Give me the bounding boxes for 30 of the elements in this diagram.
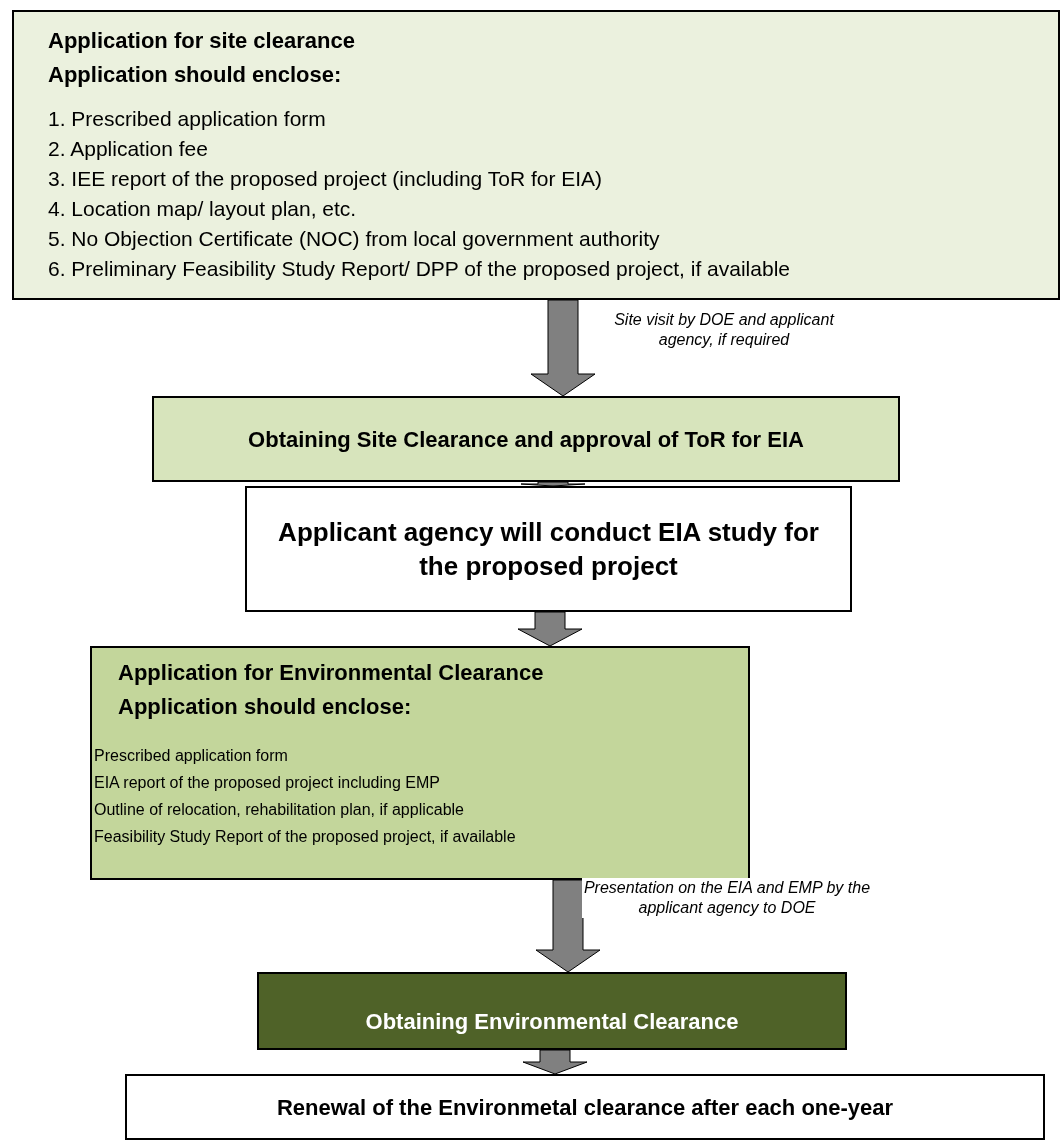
list-item: Feasibility Study Report of the proposed project, if available <box>93 827 516 847</box>
process-box <box>125 1074 1045 1140</box>
block-arrow <box>520 481 586 487</box>
edge-label: Presentation on the EIA and EMP by the applicant agency to DOE <box>582 878 872 918</box>
heading-text: Application for Environmental Clearance <box>117 659 544 687</box>
list-item: Prescribed application form <box>93 746 288 766</box>
process-box <box>152 396 900 482</box>
process-box <box>245 486 852 612</box>
list-item: 1. Prescribed application form <box>48 106 326 132</box>
list-item: 5. No Objection Certificate (NOC) from local government authority <box>48 226 660 252</box>
list-item: EIA report of the proposed project including EMP <box>93 773 440 793</box>
step-title: Renewal of the Environmetal clearance after each one-year <box>276 1093 894 1122</box>
process-box <box>257 972 847 1050</box>
process-box <box>90 646 750 880</box>
list-item: 6. Preliminary Feasibility Study Report/ DPP of the proposed project, if available <box>48 256 790 282</box>
process-box <box>12 10 1060 300</box>
list-item: 4. Location map/ layout plan, etc. <box>48 196 357 222</box>
list-item: 2. Application fee <box>48 136 208 162</box>
block-arrow <box>517 611 583 647</box>
step-title: Applicant agency will conduct EIA study for the proposed project <box>277 516 820 583</box>
heading-text: Application should enclose: <box>117 693 412 721</box>
block-arrow <box>535 879 601 973</box>
block-arrow <box>522 1049 588 1075</box>
step-title: Obtaining Site Clearance and approval of ToR for EIA <box>248 425 804 454</box>
list-item: 3. IEE report of the proposed project (including ToR for EIA) <box>48 166 603 192</box>
block-arrow <box>530 299 596 397</box>
heading-text: Application for site clearance <box>48 27 355 55</box>
list-item: Outline of relocation, rehabilitation plan, if applicable <box>93 800 464 820</box>
heading-text: Application should enclose: <box>48 61 342 89</box>
step-title: Obtaining Environmental Clearance <box>365 1008 739 1036</box>
